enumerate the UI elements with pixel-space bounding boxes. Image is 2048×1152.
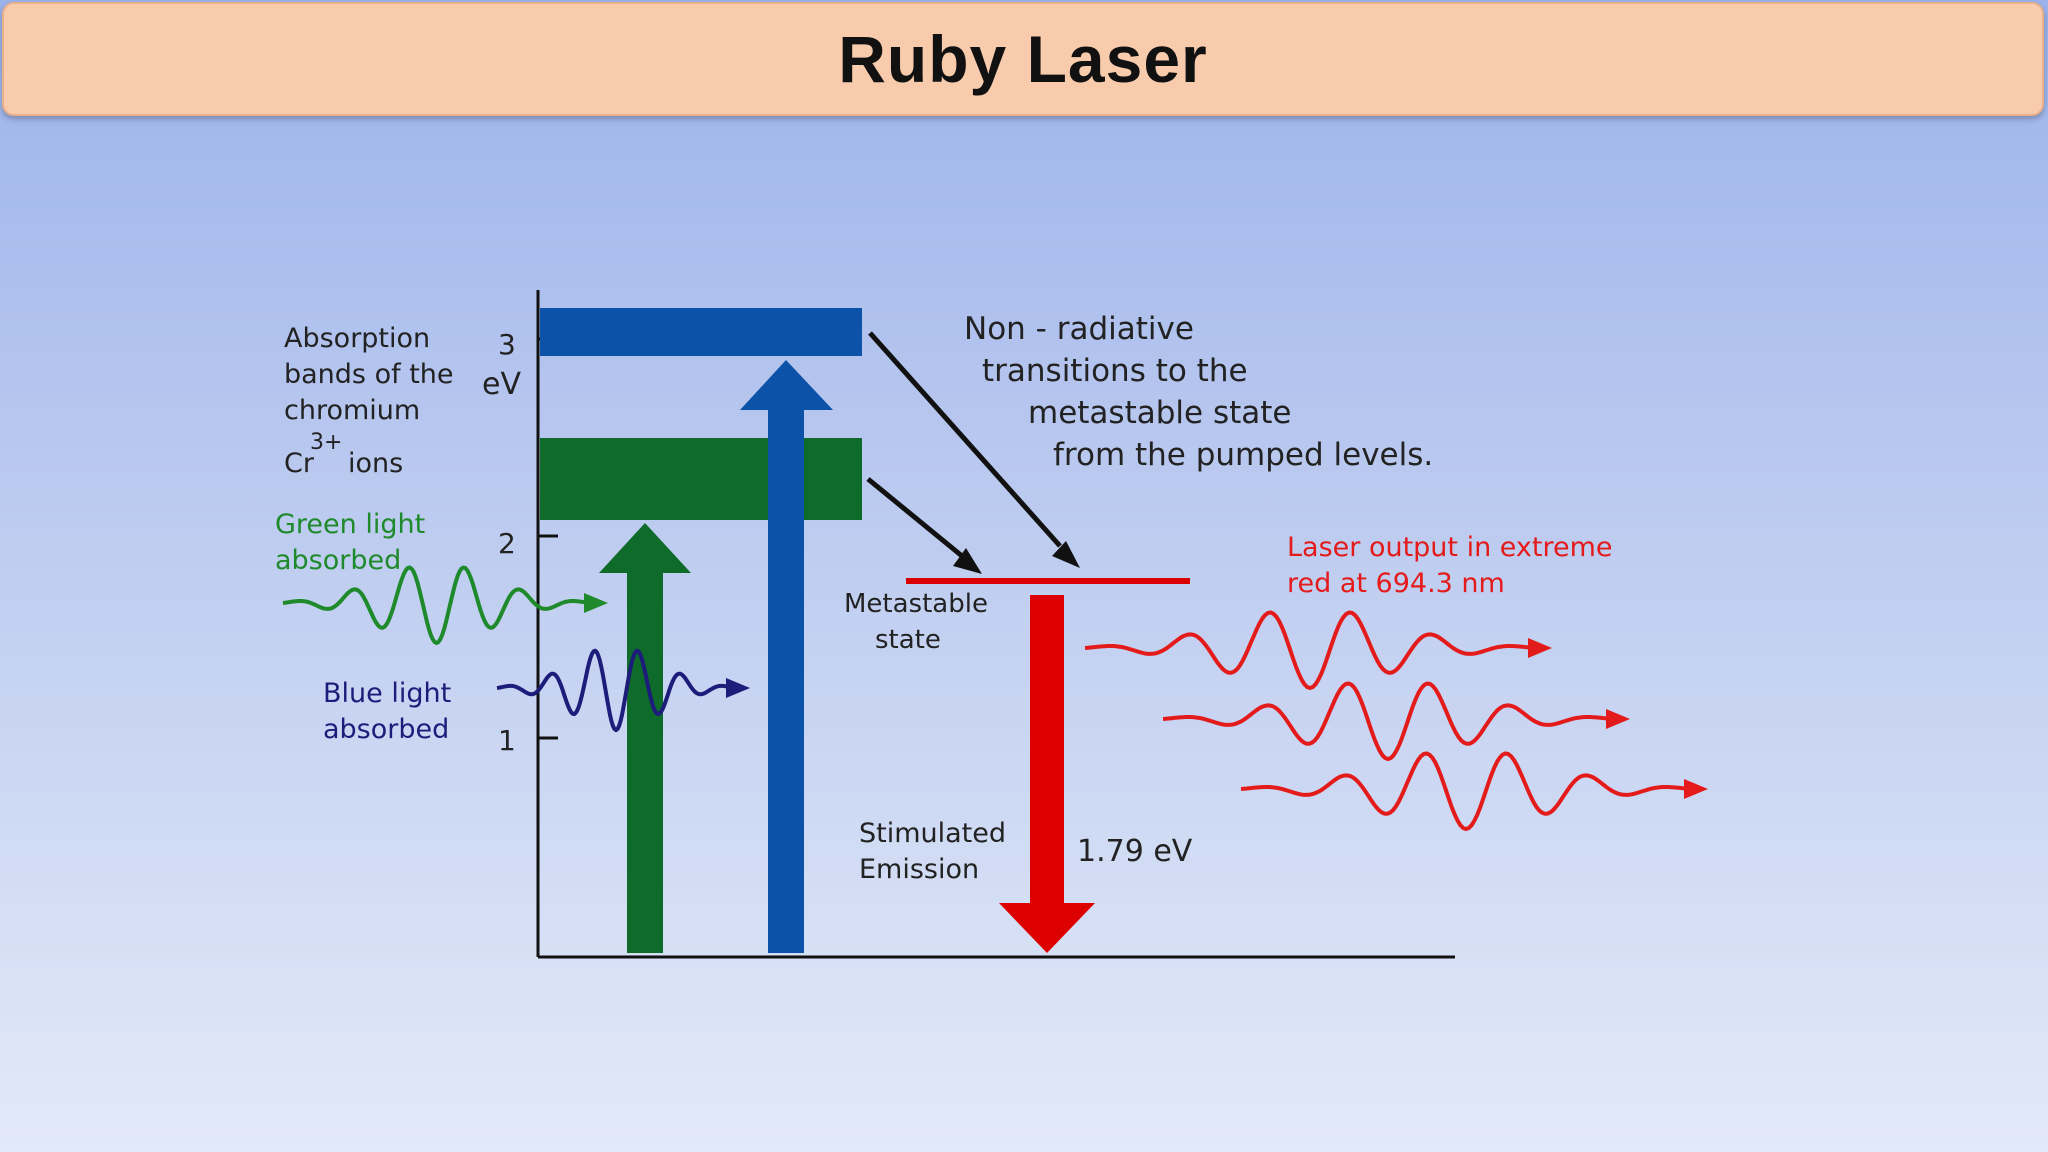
svg-text:Stimulated: Stimulated [859, 818, 1006, 849]
green-pump-arrow [599, 523, 691, 953]
svg-text:bands of the: bands of the [284, 359, 454, 390]
chromium-ion-charge: 3+ [310, 430, 342, 455]
tick-label-3: 3 [498, 328, 516, 361]
title-bar: Ruby Laser [2, 2, 2044, 116]
axis-unit-label: eV [482, 367, 521, 402]
svg-text:Green light: Green light [275, 509, 425, 540]
slide-title: Ruby Laser [838, 22, 1208, 96]
svg-text:red at 694.3 nm: red at 694.3 nm [1287, 568, 1505, 599]
non-radiative-arrows [866, 331, 1080, 574]
blue-absorption-band [540, 308, 862, 356]
stimulated-emission-arrow [999, 595, 1095, 953]
tick-label-1: 1 [498, 724, 516, 757]
svg-text:ions: ions [348, 448, 403, 479]
svg-text:metastable state: metastable state [1028, 395, 1291, 431]
laser-output-label: Laser output in extreme red at 694.3 nm [1287, 532, 1613, 599]
green-light-wave [282, 565, 608, 646]
svg-text:from the pumped levels.: from the pumped levels. [1053, 437, 1433, 473]
svg-text:Non - radiative: Non - radiative [964, 311, 1194, 347]
svg-text:absorbed: absorbed [323, 714, 449, 745]
blue-light-label: Blue light absorbed [323, 678, 451, 745]
stimulated-emission-label: Stimulated Emission [859, 818, 1006, 885]
chromium-ion-symbol: Cr [284, 448, 315, 479]
svg-text:chromium: chromium [284, 395, 420, 426]
tick-label-2: 2 [498, 527, 516, 560]
svg-text:Blue light: Blue light [323, 678, 451, 709]
svg-text:Emission: Emission [859, 854, 979, 885]
green-absorption-band [540, 438, 862, 520]
absorption-bands-label: Absorption bands of the chromium 3+ Cr i… [284, 323, 454, 479]
laser-output-waves [1084, 610, 1708, 832]
svg-text:Absorption: Absorption [284, 323, 430, 354]
svg-text:transitions to the: transitions to the [982, 353, 1248, 389]
blue-light-wave [496, 648, 750, 733]
svg-text:Metastable: Metastable [844, 589, 988, 619]
energy-gap-label: 1.79 eV [1077, 834, 1193, 869]
svg-text:absorbed: absorbed [275, 545, 401, 576]
svg-text:Laser output in extreme: Laser output in extreme [1287, 532, 1613, 563]
non-radiative-label: Non - radiative transitions to the metas… [964, 311, 1433, 473]
metastable-state-label: Metastable state [844, 589, 988, 655]
svg-text:state: state [875, 625, 941, 655]
green-light-label: Green light absorbed [275, 509, 425, 576]
blue-pump-arrow [740, 360, 833, 953]
